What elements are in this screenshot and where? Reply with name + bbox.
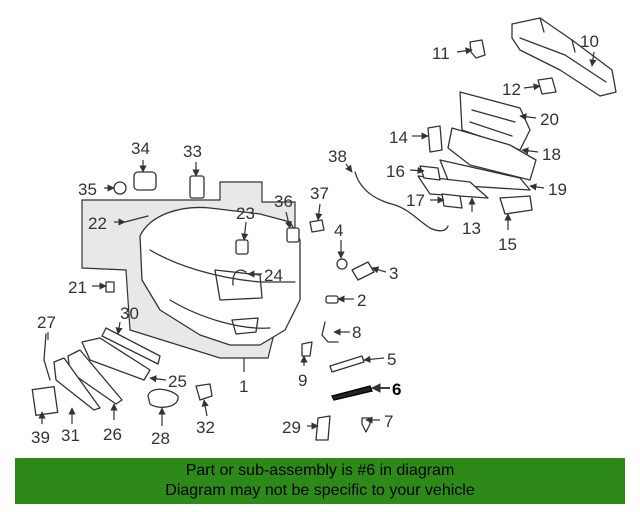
- callout-39: 39: [31, 428, 50, 447]
- callout-12: 12: [502, 80, 521, 99]
- bumper-cover: [139, 206, 301, 346]
- callout-25: 25: [168, 372, 187, 391]
- callout-9: 9: [298, 371, 307, 390]
- bumper-carrier: [447, 127, 537, 181]
- bracket-3: [351, 261, 375, 281]
- callout-35: 35: [78, 180, 97, 199]
- callout-37: 37: [310, 184, 329, 203]
- callout-16: 16: [386, 162, 405, 181]
- banner-line-2: Diagram may not be specific to your vehi…: [165, 482, 475, 499]
- bolt-2: [325, 295, 339, 304]
- panel-29: [315, 415, 331, 441]
- callout-labels: 1 2 3 4 5 6 7 8 9 10 11 12 13 14 15 16 1…: [31, 32, 599, 448]
- callout-26: 26: [103, 425, 122, 444]
- callout-3: 3: [389, 264, 398, 283]
- callout-15: 15: [498, 235, 517, 254]
- bracket-14: [427, 125, 443, 153]
- trim-27: [43, 333, 51, 381]
- callout-5: 5: [387, 350, 396, 369]
- clip-37: [309, 219, 325, 233]
- callout-22: 22: [88, 214, 107, 233]
- rod-22: [124, 215, 149, 223]
- air-guide-15: [499, 195, 533, 215]
- callout-34: 34: [131, 139, 150, 158]
- callout-27: 27: [37, 313, 56, 332]
- callout-18: 18: [542, 145, 561, 164]
- callout-13: 13: [462, 219, 481, 238]
- info-banner: Part or sub-assembly is #6 in diagram Di…: [15, 458, 625, 504]
- bracket-36: [286, 227, 300, 243]
- callout-30: 30: [120, 304, 139, 323]
- lamp-32: [195, 383, 213, 401]
- callout-24: 24: [264, 266, 283, 285]
- strip-6: [331, 385, 373, 401]
- callout-31: 31: [61, 426, 80, 445]
- bracket-17: [441, 193, 463, 209]
- guide: [417, 175, 489, 199]
- callout-29: 29: [282, 418, 301, 437]
- callout-1: 1: [239, 377, 248, 396]
- callout-7: 7: [384, 412, 393, 431]
- banner-line-1: Part or sub-assembly is #6 in diagram: [185, 462, 455, 479]
- bracket-33: [189, 175, 205, 199]
- bracket-11: [469, 39, 486, 59]
- bracket-8: [321, 321, 339, 343]
- sensor-34: [133, 171, 157, 191]
- bolt-4: [336, 258, 348, 270]
- callout-14: 14: [389, 128, 408, 147]
- bracket-12: [537, 77, 557, 95]
- leader-lines: [38, 47, 597, 430]
- callout-21: 21: [68, 278, 87, 297]
- wiring-harness: [354, 171, 449, 232]
- callout-8: 8: [352, 323, 361, 342]
- callout-36: 36: [274, 192, 293, 211]
- energy-absorber: [459, 91, 531, 151]
- strip-5: [329, 355, 365, 373]
- plate-39: [31, 385, 59, 417]
- bracket-23: [235, 239, 249, 255]
- callout-19: 19: [548, 180, 567, 199]
- wire-24: [232, 269, 247, 286]
- callout-17: 17: [406, 191, 425, 210]
- callout-32: 32: [196, 418, 215, 437]
- callout-2: 2: [357, 291, 366, 310]
- grille-30: [101, 327, 161, 365]
- callout-20: 20: [540, 110, 559, 129]
- grille-31: [53, 357, 101, 411]
- clip-9: [301, 341, 313, 357]
- grille-25: [81, 337, 151, 381]
- callout-10: 10: [580, 32, 599, 51]
- callout-28: 28: [151, 429, 170, 448]
- callout-38: 38: [328, 147, 347, 166]
- callout-23: 23: [236, 204, 255, 223]
- cover-28: [147, 388, 179, 408]
- clip-21: [105, 281, 115, 293]
- callout-33: 33: [183, 142, 202, 161]
- reinforcement-bar: [511, 17, 617, 97]
- callout-11: 11: [432, 44, 450, 63]
- parts-diagram: 1 2 3 4 5 6 7 8 9 10 11 12 13 14 15 16 1…: [31, 17, 617, 448]
- callout-4: 4: [334, 221, 343, 240]
- callout-6: 6: [392, 380, 401, 399]
- ring-35: [113, 181, 127, 195]
